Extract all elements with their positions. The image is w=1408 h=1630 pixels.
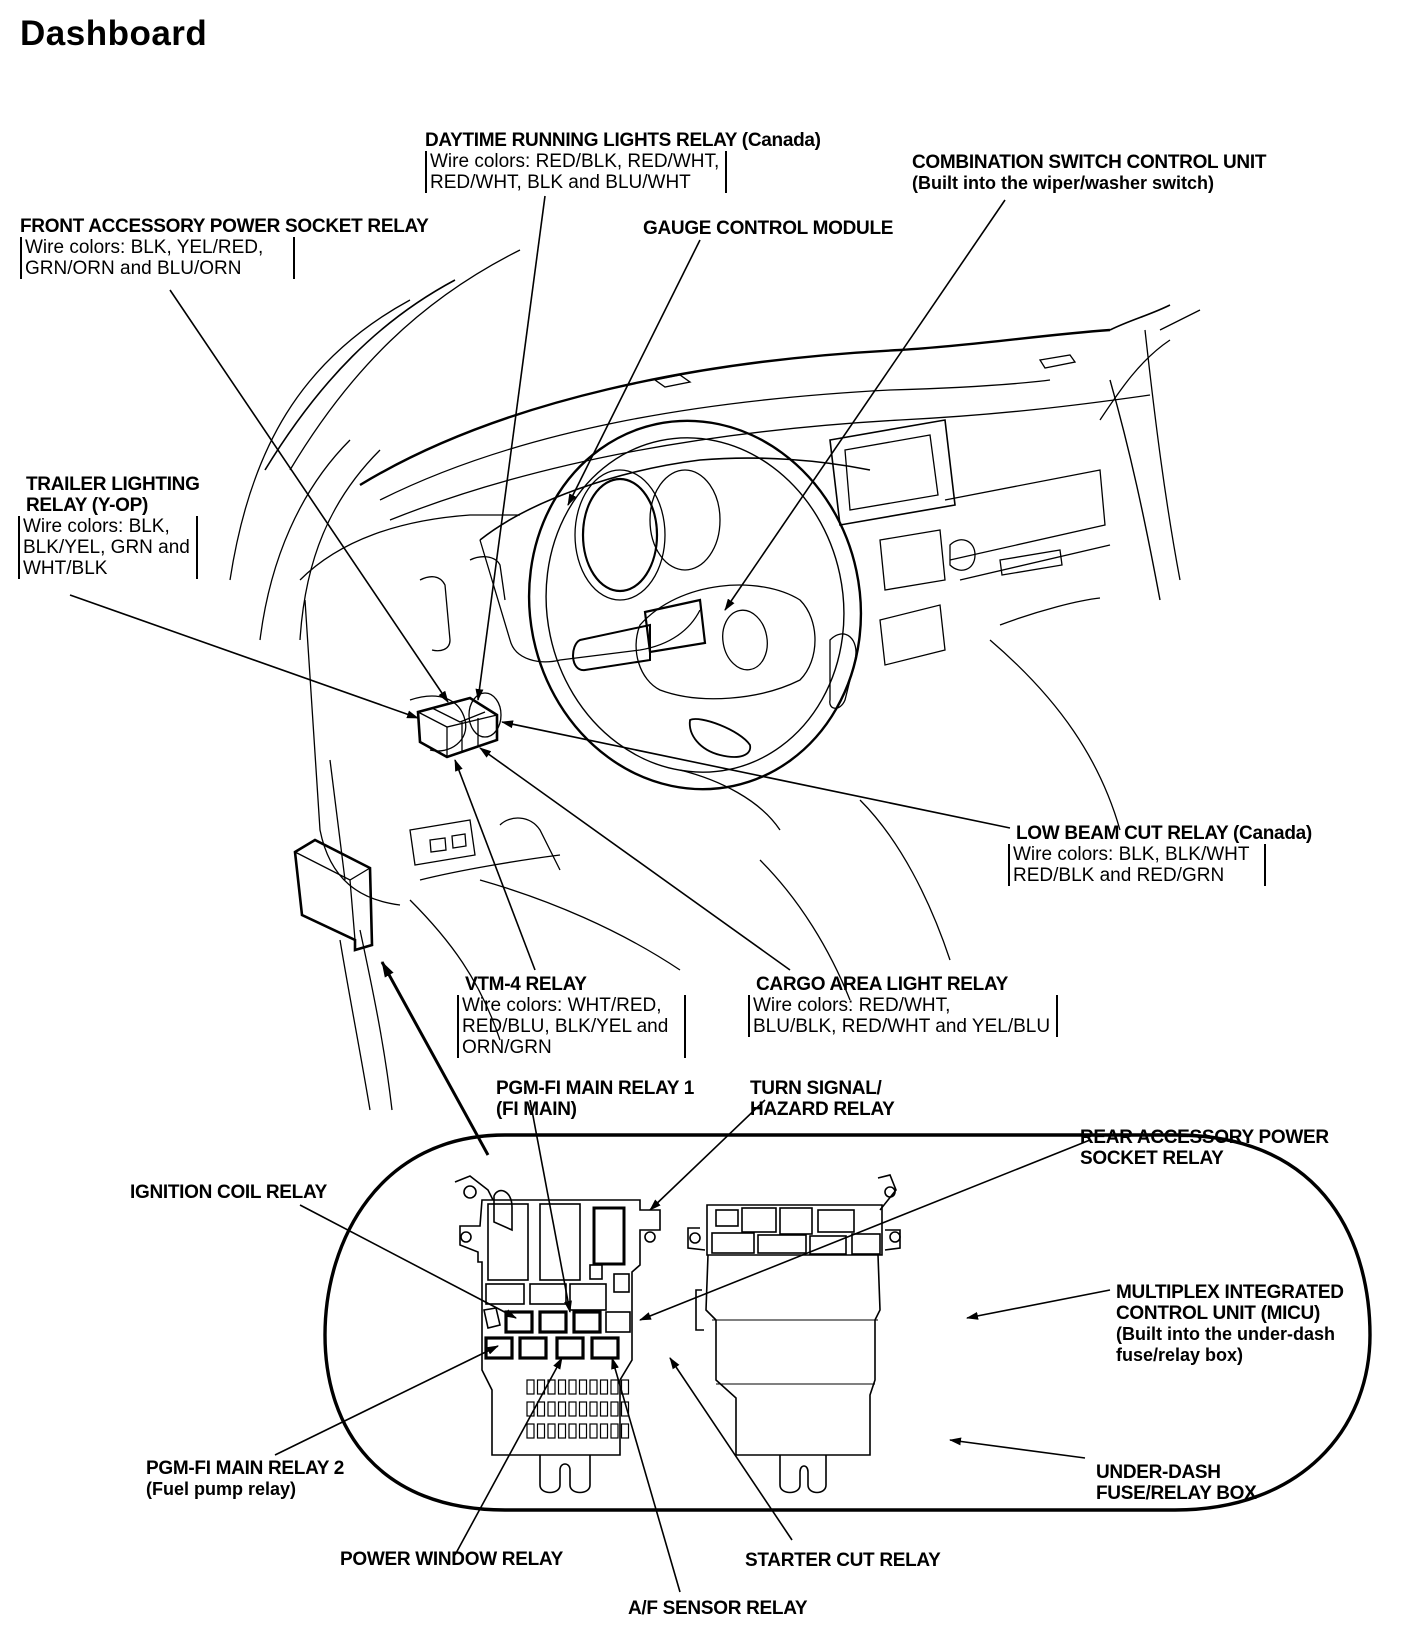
fuse-box-rear-view bbox=[687, 1174, 901, 1494]
fuse bbox=[599, 1379, 609, 1395]
leader-combination-switch bbox=[724, 199, 1006, 611]
pgmfi-main-relay2-slot bbox=[484, 1336, 514, 1360]
front-accessory-relay-wire-colors: Wire colors: BLK, YEL/RED, GRN/ORN and B… bbox=[20, 237, 296, 279]
drl-relay-wire-colors: Wire colors: RED/BLK, RED/WHT, RED/WHT, … bbox=[425, 151, 728, 193]
fuse bbox=[547, 1401, 556, 1417]
callout-cargo-area-light-relay: CARGO AREA LIGHT RELAY Wire colors: RED/… bbox=[748, 974, 1059, 1038]
callout-low-beam-cut-relay: LOW BEAM CUT RELAY (Canada) Wire colors:… bbox=[1008, 823, 1312, 887]
fuse bbox=[599, 1401, 609, 1417]
pgmfi-main-relay1-slot bbox=[538, 1310, 568, 1334]
callout-under-dash-box: UNDER-DASH FUSE/RELAY BOX bbox=[1096, 1462, 1257, 1504]
fuse bbox=[547, 1423, 556, 1439]
callout-trailer-lighting-relay: TRAILER LIGHTING RELAY (Y-OP) Wire color… bbox=[18, 474, 200, 580]
fuse bbox=[536, 1379, 546, 1395]
leader-drl-relay bbox=[475, 195, 546, 701]
leader-rear-accessory-relay bbox=[639, 1139, 1091, 1321]
callout-vtm4-relay: VTM-4 RELAY Wire colors: WHT/RED, RED/BL… bbox=[457, 974, 687, 1059]
leader-pgmfi-main-relay1 bbox=[529, 1099, 572, 1313]
fuse bbox=[557, 1379, 567, 1395]
starter-cut-relay-slot bbox=[590, 1336, 620, 1360]
leader-low-beam-cut-relay bbox=[501, 720, 1011, 829]
fuse bbox=[599, 1423, 609, 1439]
leader-gauge-control-module bbox=[567, 239, 701, 506]
fuse bbox=[547, 1379, 556, 1395]
leader-fuse-box-location bbox=[380, 961, 490, 1156]
detail-oval bbox=[323, 1133, 1372, 1512]
callout-af-sensor-relay: A/F SENSOR RELAY bbox=[628, 1598, 808, 1619]
fuse bbox=[526, 1401, 535, 1417]
leader-vtm4-relay bbox=[454, 759, 536, 971]
callout-pgmfi-main-relay1: PGM-FI MAIN RELAY 1 (FI MAIN) bbox=[496, 1078, 695, 1120]
leader-power-window-relay bbox=[454, 1357, 563, 1556]
fuse bbox=[589, 1379, 598, 1395]
fuse bbox=[557, 1423, 567, 1439]
leader-front-accessory-relay bbox=[169, 289, 449, 703]
callout-rear-accessory-relay: REAR ACCESSORY POWER SOCKET RELAY bbox=[1080, 1127, 1329, 1169]
dashboard-illustration bbox=[229, 249, 1201, 1111]
fuse bbox=[536, 1401, 546, 1417]
cargo-area-light-relay-wire-colors: Wire colors: RED/WHT, BLU/BLK, RED/WHT a… bbox=[748, 995, 1059, 1037]
leader-ignition-coil-relay bbox=[299, 1204, 517, 1319]
leader-micu bbox=[966, 1289, 1111, 1320]
fuse bbox=[610, 1423, 619, 1439]
leader-cargo-area-light-relay bbox=[479, 747, 791, 971]
fuse bbox=[578, 1401, 588, 1417]
callout-gauge-control-module: GAUGE CONTROL MODULE bbox=[643, 218, 894, 239]
fuse bbox=[557, 1401, 567, 1417]
fuse bbox=[589, 1423, 598, 1439]
page-title: Dashboard bbox=[20, 14, 208, 53]
fuse bbox=[568, 1379, 577, 1395]
fuse-grid bbox=[526, 1379, 630, 1439]
drl-relay-title: DAYTIME RUNNING LIGHTS RELAY (Canada) bbox=[425, 130, 821, 151]
leader-turn-signal-relay bbox=[649, 1099, 766, 1211]
leader-under-dash-box bbox=[949, 1437, 1086, 1459]
fuse bbox=[620, 1423, 630, 1439]
fuse bbox=[526, 1379, 535, 1395]
leader-lines-upper bbox=[69, 195, 1011, 1156]
callout-micu: MULTIPLEX INTEGRATED CONTROL UNIT (MICU)… bbox=[1116, 1282, 1344, 1365]
fuse bbox=[610, 1401, 619, 1417]
low-beam-cut-relay-wire-colors: Wire colors: BLK, BLK/WHT RED/BLK and RE… bbox=[1008, 844, 1266, 886]
fuse bbox=[568, 1401, 577, 1417]
callout-turn-signal-relay: TURN SIGNAL/ HAZARD RELAY bbox=[750, 1078, 895, 1120]
af-sensor-relay-slot bbox=[555, 1336, 585, 1360]
fuse bbox=[568, 1423, 577, 1439]
callout-ignition-coil-relay: IGNITION COIL RELAY bbox=[130, 1182, 327, 1203]
leader-af-sensor-relay bbox=[611, 1357, 681, 1593]
callout-combination-switch: COMBINATION SWITCH CONTROL UNIT (Built i… bbox=[912, 152, 1267, 193]
rear-accessory-relay-slot bbox=[572, 1310, 602, 1334]
callout-pgmfi-main-relay2: PGM-FI MAIN RELAY 2 (Fuel pump relay) bbox=[146, 1458, 345, 1499]
callout-starter-cut-relay: STARTER CUT RELAY bbox=[745, 1550, 941, 1571]
power-window-relay-slot bbox=[518, 1336, 548, 1360]
callout-drl-relay: DAYTIME RUNNING LIGHTS RELAY (Canada) Wi… bbox=[425, 130, 821, 194]
fuse bbox=[620, 1379, 630, 1395]
fuse-box-front-view bbox=[454, 1175, 661, 1494]
callout-front-accessory-relay: FRONT ACCESSORY POWER SOCKET RELAY Wire … bbox=[20, 216, 429, 279]
ignition-coil-relay-slot bbox=[504, 1310, 534, 1334]
fuse bbox=[578, 1379, 588, 1395]
leader-trailer-lighting-relay bbox=[69, 594, 419, 719]
vtm4-relay-wire-colors: Wire colors: WHT/RED, RED/BLU, BLK/YEL a… bbox=[457, 995, 687, 1058]
fuse bbox=[578, 1423, 588, 1439]
leader-starter-cut-relay bbox=[669, 1357, 793, 1541]
fuse bbox=[610, 1379, 619, 1395]
fuse bbox=[526, 1423, 535, 1439]
fuse bbox=[536, 1423, 546, 1439]
callout-power-window-relay: POWER WINDOW RELAY bbox=[340, 1549, 563, 1570]
fuse bbox=[589, 1401, 598, 1417]
leader-pgmfi-main-relay2 bbox=[274, 1345, 499, 1456]
trailer-lighting-relay-wire-colors: Wire colors: BLK, BLK/YEL, GRN and WHT/B… bbox=[18, 516, 198, 579]
leader-lines-lower bbox=[274, 1099, 1111, 1593]
